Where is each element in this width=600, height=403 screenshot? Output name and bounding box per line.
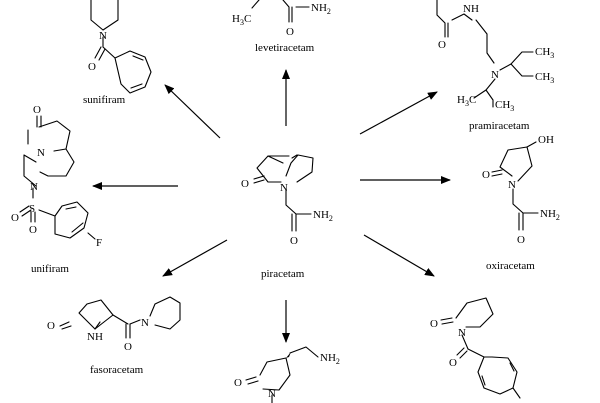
unifiram-n-bottom: N <box>30 181 38 193</box>
pramiracetam-h3c: H3C <box>457 94 476 108</box>
unifiram-structure: O N N S O O F unifiram <box>11 104 102 275</box>
piracetam-o-atom: O <box>241 178 249 190</box>
lower-center-nh2: NH2 <box>320 352 340 366</box>
levetiracetam-o: O <box>286 26 294 38</box>
unifiram-label: unifiram <box>31 263 69 275</box>
unifiram-f: F <box>96 237 102 249</box>
oxiracetam-amide-o: O <box>517 234 525 246</box>
levetiracetam-h3c: H3C <box>232 13 251 27</box>
aminomethyl-pyrrolidinone-structure: O N NH2 <box>234 346 340 403</box>
piracetam-amide-o: O <box>290 235 298 247</box>
lower-right-n: N <box>458 327 466 339</box>
pramiracetam-ch3-a: CH3 <box>535 46 554 60</box>
unifiram-n-top: N <box>37 147 45 159</box>
sunifiram-o: O <box>88 61 96 73</box>
n-benzoyl-pyrrolidinone-structure: O N O <box>430 297 521 399</box>
piracetam-label: piracetam <box>261 268 305 280</box>
fasoracetam-n: N <box>141 317 149 329</box>
unifiram-o: O <box>33 104 41 116</box>
lower-right-amide-o: O <box>449 357 457 369</box>
pramiracetam-nh: NH <box>463 3 479 15</box>
oxiracetam-nh2: NH2 <box>540 208 560 222</box>
fasoracetam-label: fasoracetam <box>90 364 144 376</box>
pramiracetam-ch3-b: CH3 <box>535 71 554 85</box>
lower-center-o: O <box>234 377 242 389</box>
levetiracetam-structure: H3C O NH2 levetiracetam <box>232 0 331 54</box>
fasoracetam-structure: O NH O N fasoracetam <box>47 296 181 376</box>
reaction-arrows <box>92 69 451 343</box>
pramiracetam-label: pramiracetam <box>469 120 530 132</box>
sunifiram-structure: N O sunifiram <box>83 0 152 106</box>
unifiram-o-bottom: O <box>29 224 37 236</box>
levetiracetam-label: levetiracetam <box>255 42 315 54</box>
piracetam-n-atom: N <box>280 182 288 194</box>
arrow-to-fasoracetam <box>162 239 228 277</box>
sunifiram-n: N <box>99 30 107 42</box>
pramiracetam-o: O <box>438 39 446 51</box>
fasoracetam-nh: NH <box>87 331 103 343</box>
piracetam-nh2: NH2 <box>313 209 333 223</box>
lower-center-n: N <box>268 388 276 400</box>
fasoracetam-amide-o: O <box>124 341 132 353</box>
oxiracetam-n: N <box>508 179 516 191</box>
fasoracetam-o: O <box>47 320 55 332</box>
sunifiram-label: sunifiram <box>83 94 126 106</box>
arrow-to-pramiracetam <box>359 91 438 135</box>
arrow-to-lower-right <box>363 234 435 277</box>
lower-right-o: O <box>430 318 438 330</box>
unifiram-o-left: O <box>11 212 19 224</box>
piracetam-structure: O N O NH2 piracetam <box>241 154 333 280</box>
oxiracetam-oh: OH <box>538 134 554 146</box>
levetiracetam-nh2: NH2 <box>311 2 331 16</box>
pramiracetam-ch3-c: CH3 <box>495 99 514 113</box>
oxiracetam-structure: O N OH O NH2 oxiracetam <box>482 134 560 272</box>
pramiracetam-n: N <box>491 69 499 81</box>
unifiram-s: S <box>29 203 35 215</box>
oxiracetam-o: O <box>482 169 490 181</box>
arrow-to-sunifiram <box>164 84 221 139</box>
pramiracetam-structure: O NH N CH3 CH3 H3C CH3 pramiracetam <box>436 0 554 132</box>
oxiracetam-label: oxiracetam <box>486 260 535 272</box>
